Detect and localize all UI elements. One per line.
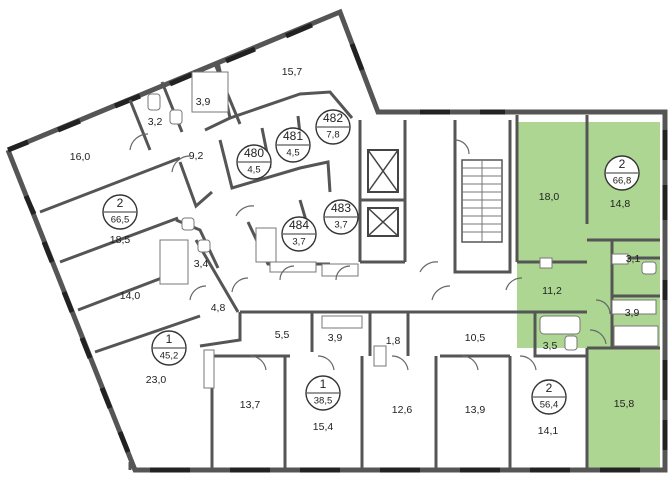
unit-number: 482	[323, 111, 343, 125]
unit-marker: 483 3,7	[323, 199, 359, 235]
unit-marker: 484 3,7	[281, 216, 317, 252]
apartment-rooms: 1	[166, 332, 173, 346]
room-area-label: 15,4	[313, 421, 334, 433]
apartment-area: 66,5	[111, 215, 130, 226]
apartment-marker: 2 66,8	[604, 155, 640, 191]
room-area-label: 3,9	[625, 307, 640, 319]
bathroom-fixtures	[147, 71, 659, 389]
room-area-label: 14,0	[120, 290, 141, 302]
room-area-label: 3,5	[543, 340, 558, 352]
room-area-label: 13,9	[465, 404, 486, 416]
room-area-label: 9,2	[189, 150, 204, 162]
room-area-label: 16,0	[70, 151, 91, 163]
room-area-label: 18,0	[539, 191, 560, 203]
unit-marker: 482 7,8	[315, 109, 351, 145]
unit-area: 7,8	[326, 130, 339, 141]
apartment-area: 56,4	[540, 400, 559, 411]
room-area-label: 3,1	[626, 253, 641, 265]
unit-area: 4,5	[286, 148, 299, 159]
apartment-markers: 2 66,5 1 45,2 1 38,5 2 56,4 2 66,8	[102, 155, 640, 415]
room-area-label: 1,8	[386, 335, 401, 347]
room-area-label: 14,8	[610, 198, 631, 210]
unit-markers: 480 4,5 481 4,5 482 7,8 483 3,7 484 3,7	[236, 109, 359, 252]
apartment-marker: 1 45,2	[151, 330, 187, 366]
room-area-label: 15,7	[282, 66, 303, 78]
room-area-label: 23,0	[146, 374, 167, 386]
unit-marker: 480 4,5	[236, 144, 272, 180]
room-area-label: 18,5	[110, 234, 131, 246]
apartment-marker: 2 56,4	[531, 379, 567, 415]
unit-number: 481	[283, 129, 303, 143]
room-area-label: 10,5	[465, 332, 486, 344]
room-area-label: 5,5	[275, 329, 290, 341]
unit-area: 4,5	[247, 165, 260, 176]
room-area-label: 11,2	[542, 285, 562, 297]
room-area-label: 4,8	[211, 302, 226, 314]
room-area-label: 3,2	[148, 116, 163, 128]
room-area-label: 3,9	[196, 96, 211, 108]
apartment-area: 38,5	[314, 396, 333, 407]
staircase	[461, 159, 503, 243]
apartment-rooms: 2	[546, 381, 553, 395]
unit-area: 3,7	[334, 220, 347, 231]
unit-number: 483	[331, 201, 351, 215]
apartment-area: 66,8	[613, 176, 632, 187]
windows	[7, 22, 668, 473]
apartment-marker: 1 38,5	[305, 375, 341, 411]
doors	[129, 133, 611, 371]
unit-number: 480	[244, 146, 264, 160]
elevator-1	[367, 149, 399, 193]
unit-marker: 481 4,5	[275, 127, 311, 163]
unit-area: 3,7	[292, 237, 305, 248]
room-area-label: 14,1	[538, 425, 559, 437]
apartment-area: 45,2	[160, 351, 179, 362]
unit-number: 484	[289, 218, 309, 232]
room-area-label: 13,7	[240, 399, 261, 411]
apartment-marker: 2 66,5	[102, 194, 138, 230]
room-area-label: 12,6	[392, 404, 413, 416]
elevator-2	[367, 207, 399, 237]
room-labels: 15,7 3,9 3,2 16,0 9,2 18,5 3,4 14,0 4,8 …	[70, 66, 641, 437]
room-area-label: 3,4	[194, 258, 209, 270]
room-area-label: 15,8	[614, 398, 635, 410]
apartment-rooms: 2	[117, 196, 124, 210]
apartment-rooms: 1	[320, 377, 327, 391]
apartment-rooms: 2	[619, 157, 626, 171]
outer-walls	[5, 8, 668, 473]
room-area-label: 3,9	[328, 332, 343, 344]
